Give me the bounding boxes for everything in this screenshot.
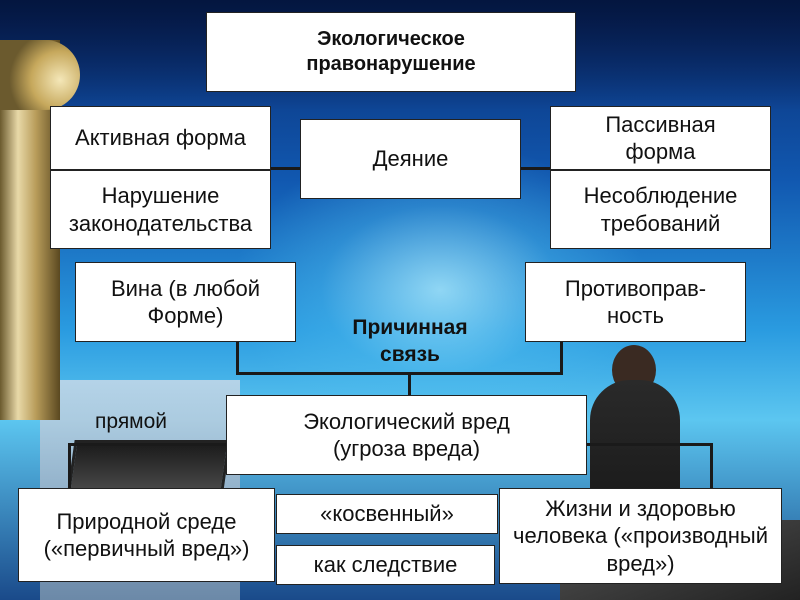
connector-harm-right: [586, 443, 712, 446]
connector-causal-harm: [408, 372, 411, 396]
connector-unlawful-down: [560, 340, 563, 374]
connector-harm-left: [68, 443, 226, 446]
indirect-box: «косвенный»: [276, 494, 498, 534]
title-box: Экологическое правонарушение: [206, 12, 576, 92]
passive-form-text: Пассивная форма: [605, 111, 716, 165]
eco-harm-box: Экологический вред (угроза вреда): [226, 395, 587, 475]
as-consequence-text: как следствие: [313, 552, 458, 578]
connector-right-down: [710, 443, 713, 489]
passive-form-box: Пассивная форма: [550, 106, 771, 170]
eco-harm-text: Экологический вред (угроза вреда): [303, 408, 510, 462]
guilt-box: Вина (в любой Форме): [75, 262, 296, 342]
noncompliance-box: Несоблюдение требований: [550, 170, 771, 249]
active-form-text: Активная форма: [75, 125, 246, 151]
connector-causal-bar: [236, 372, 563, 375]
violation-law-text: Нарушение законодательства: [68, 183, 253, 236]
unlawfulness-box: Противоправ-ность: [525, 262, 746, 342]
indirect-text: «косвенный»: [320, 501, 454, 527]
guilt-text: Вина (в любой Форме): [110, 275, 261, 329]
column-capital-image: [0, 40, 80, 110]
direct-label: прямой: [95, 410, 168, 433]
act-text: Деяние: [372, 146, 449, 172]
title-text: Экологическое правонарушение: [306, 28, 476, 75]
noncompliance-text: Несоблюдение требований: [583, 183, 738, 236]
connector-active-act: [270, 167, 302, 170]
natural-env-box: Природной среде («первичный вред»): [18, 488, 275, 582]
active-form-box: Активная форма: [50, 106, 271, 170]
life-health-box: Жизни и здоровью человека («производный …: [499, 488, 782, 584]
connector-left-down: [68, 443, 71, 489]
causal-link-label: Причинная связь: [352, 316, 468, 367]
connector-guilt-down: [236, 340, 239, 374]
natural-env-text: Природной среде («первичный вред»): [43, 508, 250, 562]
act-box: Деяние: [300, 119, 521, 199]
as-consequence-box: как следствие: [276, 545, 495, 585]
life-health-text: Жизни и здоровью человека («производный …: [512, 495, 769, 576]
connector-act-passive: [520, 167, 552, 170]
violation-law-box: Нарушение законодательства: [50, 170, 271, 249]
unlawfulness-text: Противоправ-ность: [564, 275, 707, 329]
